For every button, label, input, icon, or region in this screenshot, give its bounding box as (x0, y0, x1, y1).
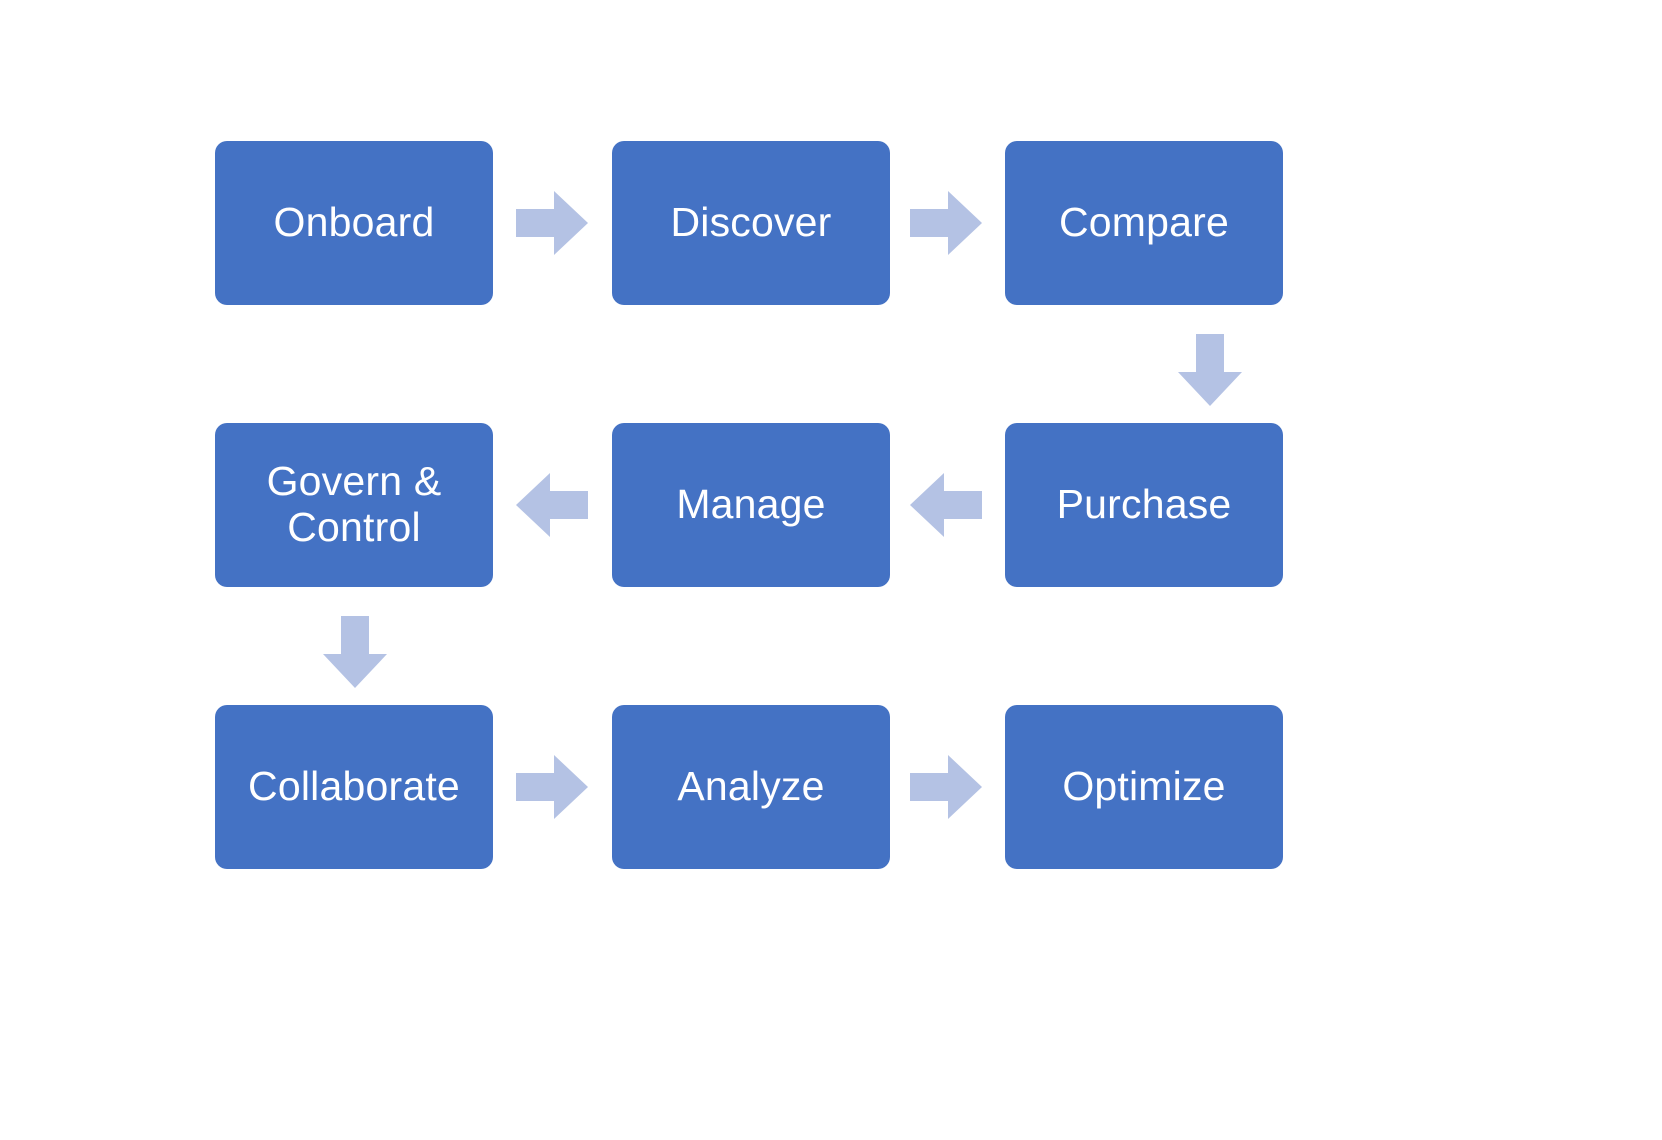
node-label: Collaborate (248, 763, 460, 810)
arrow-purchase-to-manage (910, 471, 982, 539)
node-label: Onboard (273, 199, 435, 246)
arrow-govern-to-collaborate (321, 616, 389, 688)
node-label: Optimize (1062, 763, 1226, 810)
node-label: Analyze (677, 763, 825, 810)
node-label: Purchase (1056, 481, 1232, 528)
node-analyze[interactable]: Analyze (612, 705, 890, 869)
node-compare[interactable]: Compare (1005, 141, 1283, 305)
node-label: Compare (1058, 199, 1230, 246)
node-onboard[interactable]: Onboard (215, 141, 493, 305)
node-discover[interactable]: Discover (612, 141, 890, 305)
arrow-compare-to-purchase (1176, 334, 1244, 406)
node-purchase[interactable]: Purchase (1005, 423, 1283, 587)
node-manage[interactable]: Manage (612, 423, 890, 587)
node-label: Discover (670, 199, 832, 246)
arrow-onboard-to-discover (516, 189, 588, 257)
node-label: Manage (676, 481, 826, 528)
arrow-manage-to-govern (516, 471, 588, 539)
arrow-collaborate-to-analyze (516, 753, 588, 821)
node-label: Govern & Control (266, 458, 442, 550)
arrow-discover-to-compare (910, 189, 982, 257)
node-optimize[interactable]: Optimize (1005, 705, 1283, 869)
arrow-analyze-to-optimize (910, 753, 982, 821)
node-collaborate[interactable]: Collaborate (215, 705, 493, 869)
node-govern-and-control[interactable]: Govern & Control (215, 423, 493, 587)
